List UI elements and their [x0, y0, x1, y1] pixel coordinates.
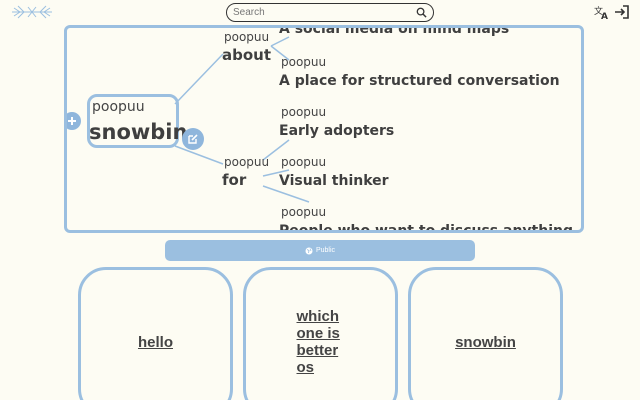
edit-icon: [188, 134, 198, 144]
svg-text:文: 文: [594, 5, 603, 17]
leaf-node-author: poopuu: [281, 55, 327, 69]
card-link[interactable]: hello: [137, 333, 173, 351]
translate-icon[interactable]: 文 A: [594, 4, 610, 20]
map-card[interactable]: snowbin: [408, 267, 563, 400]
leaf-node-author: poopuu: [281, 205, 327, 219]
plus-icon: [68, 117, 76, 125]
login-icon[interactable]: [614, 4, 630, 20]
card-link[interactable]: which one is better os: [296, 308, 340, 376]
root-node-author: poopuu: [92, 99, 145, 115]
svg-text:A: A: [601, 12, 608, 20]
leaf-node-label[interactable]: Early adopters: [279, 123, 395, 139]
search-input[interactable]: [233, 7, 416, 18]
search-bar[interactable]: [226, 3, 434, 22]
map-card[interactable]: hello: [78, 267, 233, 400]
leaf-node-label[interactable]: People who want to discuss anything: [279, 223, 573, 233]
mindmap-connectors: [174, 36, 310, 203]
header-actions: 文 A: [594, 4, 630, 20]
leaf-node-label[interactable]: A social media on mind maps: [279, 25, 510, 37]
leaf-node-label[interactable]: A place for structured conversation: [279, 73, 560, 89]
root-node-label[interactable]: snowbin: [89, 120, 188, 144]
leaf-node-label[interactable]: Visual thinker: [279, 173, 389, 189]
globe-icon: [305, 247, 313, 254]
branch-about-label[interactable]: about: [222, 46, 272, 64]
logo-icon[interactable]: [10, 3, 54, 21]
branch-about-author: poopuu: [224, 30, 270, 44]
leaf-node-author: poopuu: [281, 155, 327, 169]
visibility-label: Public: [315, 247, 336, 254]
search-icon[interactable]: [416, 7, 427, 18]
edit-node-button[interactable]: [182, 128, 204, 150]
card-link[interactable]: snowbin: [455, 333, 516, 351]
branch-for-author: poopuu: [224, 155, 270, 169]
expand-button[interactable]: [67, 112, 81, 130]
leaf-node-author: poopuu: [281, 105, 327, 119]
mindmap-canvas[interactable]: poopuu snowbin poopuu about A social med…: [64, 25, 584, 233]
branch-for-label[interactable]: for: [222, 171, 247, 189]
map-card[interactable]: which one is better os: [243, 267, 398, 400]
root-node-box[interactable]: [87, 94, 179, 148]
visibility-button[interactable]: Public: [165, 240, 475, 261]
